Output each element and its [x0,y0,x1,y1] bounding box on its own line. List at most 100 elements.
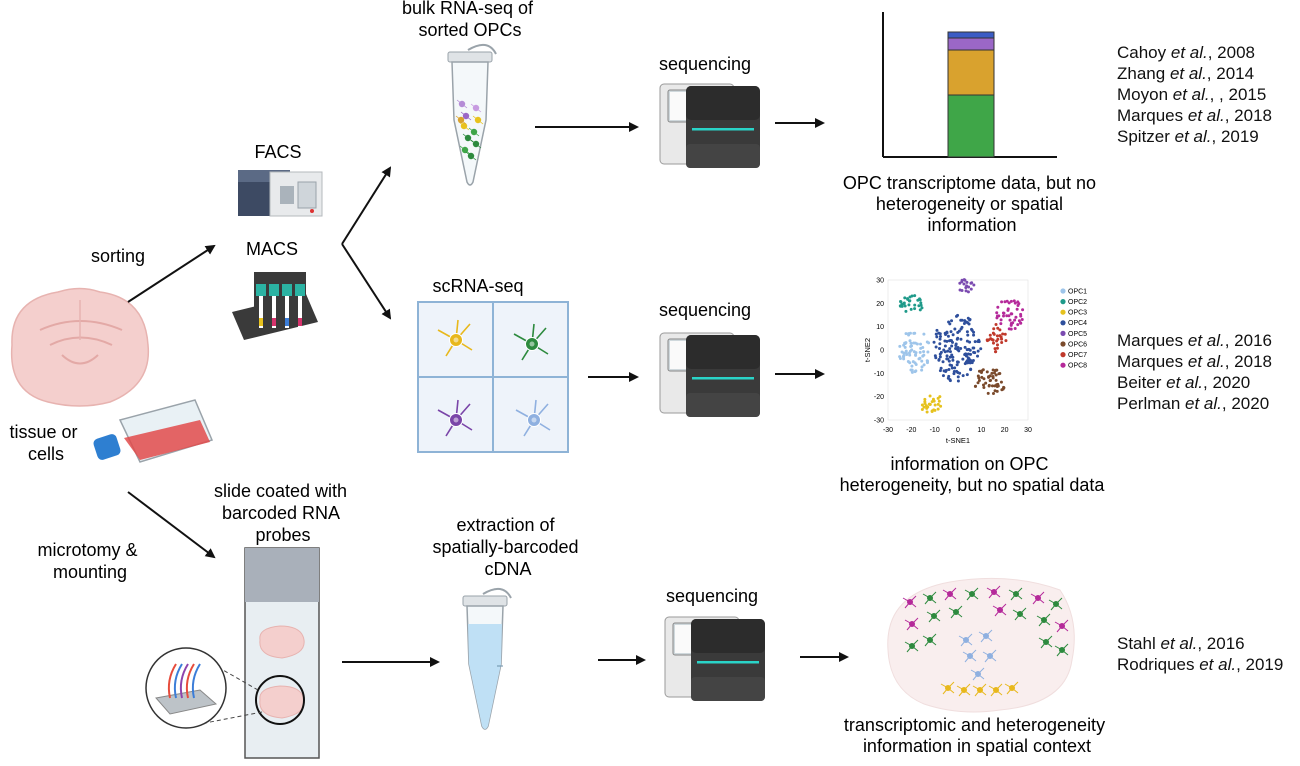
tsne-point [935,328,939,332]
spatial-cell [1038,635,1053,649]
reference-entry: Rodriques et al., 2019 [1117,655,1284,674]
tsne-point [932,340,936,344]
tsne-point [971,346,975,350]
tsne-point [903,345,907,349]
tsne-point [951,358,955,362]
tsne-point [912,331,916,335]
tsne-point [950,319,954,323]
cell-dot [455,115,467,125]
bar-segment-orange [947,49,995,96]
neuron-cell [437,399,473,437]
reference-entry: Zhang et al., 2014 [1117,64,1255,83]
bulk-tube-illustration [447,43,497,186]
tsne-point [1002,386,1006,390]
tsne-point [965,280,969,284]
tsne-point [971,358,975,362]
microtomy-arrow [127,491,216,559]
tsne-point [995,384,999,388]
neuron-cell [513,323,549,361]
tsne-point [938,395,942,399]
svg-text:OPC3: OPC3 [1068,310,1087,317]
sequencer-2-illustration [659,332,761,418]
tsne-point [960,278,964,282]
tsne-point [959,337,963,341]
tsne-point [1012,299,1016,303]
spatial-cell [948,605,963,619]
tsne-point [999,380,1003,384]
tsne-point [921,346,925,350]
tsne-point [995,343,999,347]
legend-entry: OPC4 [1060,320,1087,327]
tsne-point [918,308,922,312]
cell-dot [456,99,468,109]
tsne-point [959,327,963,331]
tsne-point [920,403,924,407]
tsne-point [918,350,922,354]
tsne-point [920,365,924,369]
tsne-point [904,309,908,313]
tsne-point [920,408,924,412]
tsne-point [913,307,917,311]
tsne-point [933,403,937,407]
tsne-point [926,350,930,354]
tsne-point [951,355,955,359]
tsne-point [959,318,963,322]
spatial-cell [1054,643,1069,657]
tsne-point [988,333,992,337]
spatial-cell [1054,619,1069,633]
tsne-point [991,341,995,345]
tsne-point [982,377,986,381]
tsne-point [1021,308,1025,312]
scrna-label: scRNA-seq [432,276,523,296]
tsne-point [1002,311,1006,315]
tsne-point [965,348,969,352]
tsne-point [936,402,940,406]
sequencer-1-illustration [659,83,761,169]
y-tick-label: 0 [880,348,884,355]
tsne-point [969,367,973,371]
tsne-point [941,374,945,378]
tsne-point [966,321,970,325]
legend-entry: OPC7 [1060,352,1087,359]
x-tick-label: -20 [906,427,916,434]
cell-dot [468,127,480,137]
tsne-point [1013,318,1017,322]
tsne-point [988,379,992,383]
tsne-point [956,346,960,350]
tsne-point [966,333,970,337]
tsne-point [1010,312,1014,316]
y-tick-label: -10 [874,371,884,378]
y-tick-label: 10 [876,324,884,331]
tsne-point [908,353,912,357]
scrna-wells-grid [417,301,569,453]
tsne-point [981,368,985,372]
x-tick-label: 30 [1024,427,1032,434]
tsne-point [950,363,954,367]
legend-entry: OPC1 [1060,288,1087,295]
reference-entry: Marques et al., 2018 [1117,352,1272,371]
tsne-point [943,344,947,348]
tsne-point [991,368,995,372]
cell-dot [465,151,477,161]
tsne-point [1003,300,1007,304]
reference-entry: Cahoy et al., 2008 [1117,43,1255,62]
tsne-point [908,339,912,343]
spatial-cell [922,591,937,605]
tsne-point [982,385,986,389]
tsne-point [913,341,917,345]
tsne-point [953,366,957,370]
tsne-point [956,336,960,340]
tsne-point [969,287,973,291]
tsne-point [1013,301,1017,305]
legend-entry: OPC8 [1060,362,1087,370]
tsne-point [999,322,1003,326]
tsne-point [980,375,984,379]
tsne-point [922,350,926,354]
tsne-point [966,352,970,356]
tsne-point [903,296,907,300]
tsne-point [976,374,980,378]
tsne-point [987,384,991,388]
tsne-point [993,347,997,351]
tsne-point [958,288,962,292]
tsne-point [903,341,907,345]
